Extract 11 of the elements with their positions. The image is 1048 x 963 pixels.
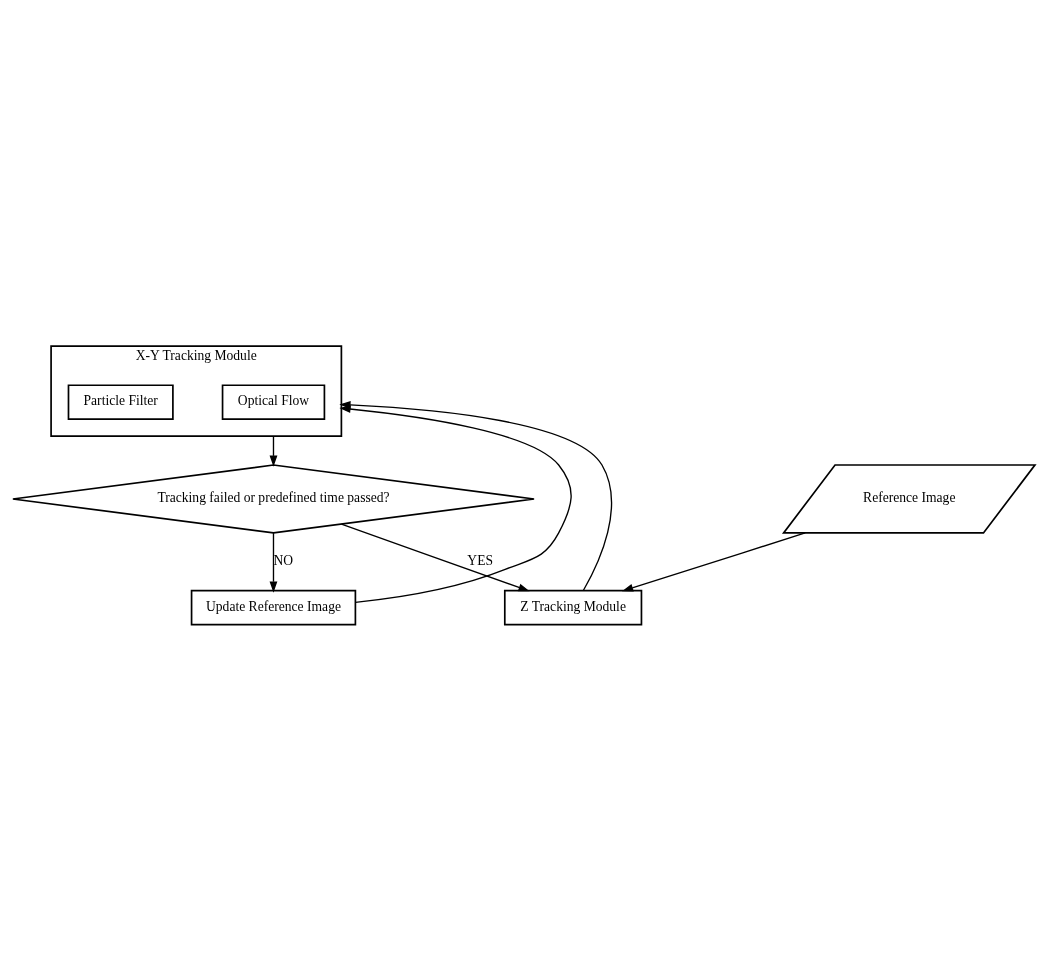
edge-label: YES: [467, 552, 493, 568]
node-box: Update Reference Image: [190, 589, 357, 625]
node-box: Optical Flow: [221, 383, 326, 420]
node-box: Particle Filter: [67, 383, 174, 420]
edge-label: NO: [273, 552, 294, 568]
node-diamond: Tracking failed or predefined time passed?: [12, 463, 535, 534]
node-box: Z Tracking Module: [503, 589, 643, 625]
arrow: [621, 531, 806, 592]
arrow: [269, 435, 278, 467]
arrow: [340, 522, 530, 591]
arrow: [269, 531, 278, 593]
